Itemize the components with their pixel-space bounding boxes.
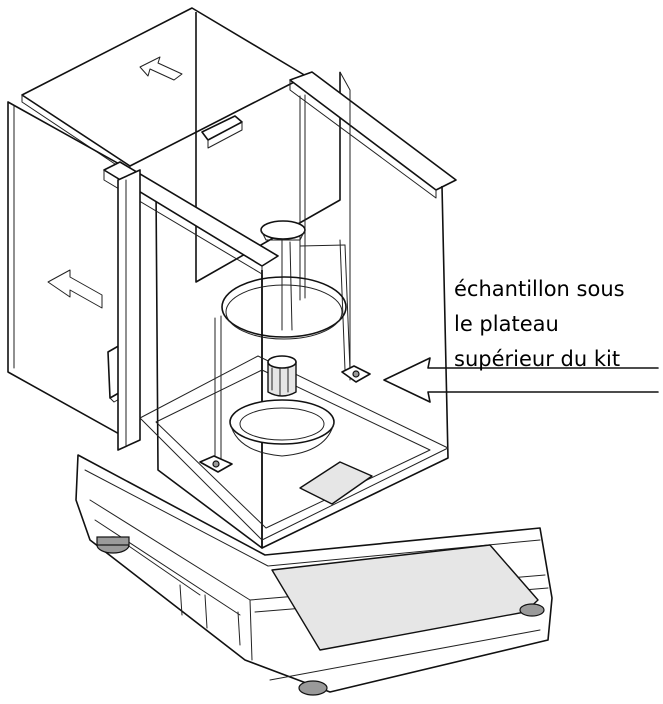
lid-slide-arrow: [139, 56, 183, 81]
front-crossbar: [103, 161, 279, 267]
callout-label-line-3: supérieur du kit: [454, 347, 621, 371]
top-right-rail: [289, 71, 457, 191]
rear-glass: [195, 12, 341, 283]
balance-feet: [96, 536, 545, 696]
callout-label-line-2: le plateau: [454, 312, 559, 336]
door-slide-arrow: [47, 269, 103, 309]
left-column: [117, 169, 141, 451]
callout-arrow: [383, 357, 659, 403]
callout-label-line-1: échantillon sous: [454, 277, 625, 301]
density-kit: [199, 220, 373, 505]
chamber-floor: [139, 355, 449, 541]
